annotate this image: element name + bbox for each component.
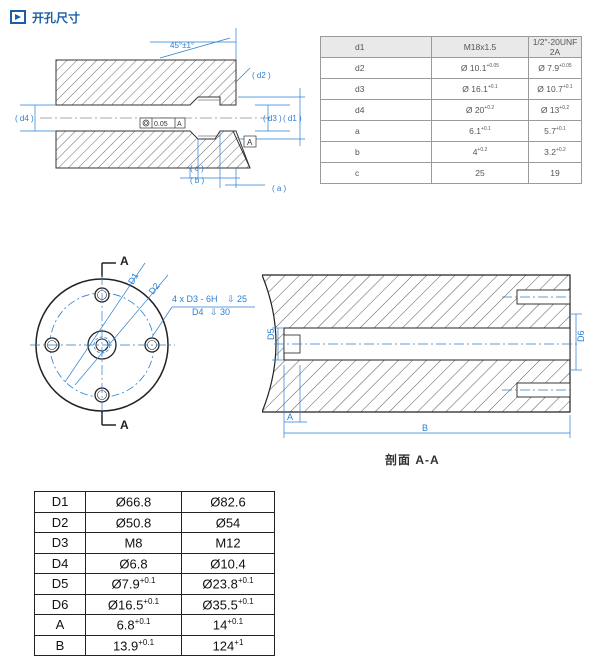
- hole-callout-line1: 4 x D3 - 6H: [172, 294, 218, 304]
- upper-body: [55, 59, 237, 106]
- row-label: D2: [34, 511, 86, 533]
- b-dim-label: B: [422, 423, 428, 433]
- row-label: a: [320, 120, 432, 142]
- table-row: D5 Ø7.9+0.1 Ø23.8+0.1: [34, 573, 275, 595]
- row-label: D5: [34, 573, 86, 595]
- value-cell: 14+0.1: [181, 614, 275, 636]
- value-cell: 3.2+0.2: [528, 141, 582, 163]
- angle-label: 45°±1°: [170, 41, 194, 50]
- table-row: a 6.1+0.1 5.7+0.1: [320, 120, 582, 142]
- value-cell: 19: [528, 162, 582, 184]
- datum-label: A: [247, 138, 253, 147]
- port-cross-section-drawing: 45°±1° ( d2 ) ( d1 ) ( d3 ) ( d4 ) ( c )…: [15, 28, 305, 193]
- section-title: 剖面 A-A: [385, 453, 440, 467]
- row-label: d3: [320, 78, 432, 100]
- d2-label: ( d2 ): [252, 71, 271, 80]
- dimension-table: D1 Ø66.8 Ø82.6 D2 Ø50.8 Ø54 D3 M8 M12 D4…: [34, 491, 275, 656]
- table-row: d2 Ø 10.1+0.05 Ø 7.9+0.05: [320, 57, 582, 79]
- table-row: D1 Ø66.8 Ø82.6: [34, 491, 275, 513]
- table-header-row: d1 M18x1.5 1/2"-20UNF 2A: [320, 36, 582, 58]
- value-cell: 6.1+0.1: [431, 120, 529, 142]
- c-label: ( c ): [190, 164, 204, 173]
- table-row: D2 Ø50.8 Ø54: [34, 511, 275, 533]
- value-cell: 4+0.2: [431, 141, 529, 163]
- row-label: d4: [320, 99, 432, 121]
- lower-body: [55, 130, 251, 169]
- row-label: d2: [320, 57, 432, 79]
- table-row: B 13.9+0.1 124+1: [34, 634, 275, 656]
- row-label: B: [34, 634, 86, 656]
- value-cell: M8: [85, 532, 182, 554]
- value-cell: 6.8+0.1: [85, 614, 182, 636]
- value-cell: Ø 10.1+0.05: [431, 57, 529, 79]
- d5-dim-label: D5: [266, 328, 276, 340]
- table-row: d3 Ø 16.1+0.1 Ø 10.7+0.1: [320, 78, 582, 100]
- hole-callout-depth-icon: ⇩: [227, 294, 235, 304]
- d2-dim-label: D2: [147, 281, 162, 296]
- row-label: D4: [34, 552, 86, 574]
- value-cell: Ø6.8: [85, 552, 182, 574]
- row-label: A: [34, 614, 86, 636]
- value-cell: 5.7+0.1: [528, 120, 582, 142]
- header-cell: d1: [320, 36, 432, 58]
- value-cell: Ø16.5+0.1: [85, 593, 182, 615]
- header-cell: 1/2"-20UNF 2A: [528, 36, 582, 58]
- flange-front-view: A A D1 D2 4 x D3 - 6H ⇩ 25 D4 ⇩ 30: [30, 254, 255, 432]
- section-icon: [10, 10, 26, 24]
- d1-label: ( d1 ): [283, 114, 302, 123]
- table-row: b 4+0.2 3.2+0.2: [320, 141, 582, 163]
- d6-dim-label: D6: [576, 330, 586, 342]
- d3-label: ( d3 ): [263, 114, 282, 123]
- value-cell: Ø54: [181, 511, 275, 533]
- table-row: D6 Ø16.5+0.1 Ø35.5+0.1: [34, 593, 275, 615]
- section-mark-top: A: [120, 254, 129, 268]
- section-aa-drawing: D5 D6 A B: [262, 274, 586, 438]
- row-label: D1: [34, 491, 86, 513]
- value-cell: M12: [181, 532, 275, 554]
- row-label: c: [320, 162, 432, 184]
- value-cell: Ø 7.9+0.05: [528, 57, 582, 79]
- section-header: 开孔尺寸: [10, 8, 80, 26]
- header-cell: M18x1.5: [431, 36, 529, 58]
- value-cell: Ø23.8+0.1: [181, 573, 275, 595]
- a-dim-label: A: [287, 412, 293, 422]
- hole-callout-depth-icon: ⇩: [210, 307, 218, 317]
- row-label: b: [320, 141, 432, 163]
- row-label: D6: [34, 593, 86, 615]
- d1-dim-label: D1: [126, 271, 140, 286]
- value-cell: Ø66.8: [85, 491, 182, 513]
- table-row: d4 Ø 20+0.2 Ø 13+0.2: [320, 99, 582, 121]
- section-mark-bottom: A: [120, 418, 129, 432]
- tolerance-frame: 0.05 A: [139, 117, 186, 129]
- value-cell: 13.9+0.1: [85, 634, 182, 656]
- d4-label: ( d4 ): [15, 114, 34, 123]
- value-cell: Ø7.9+0.1: [85, 573, 182, 595]
- hole-callout-line2: D4: [192, 307, 204, 317]
- table-row: D4 Ø6.8 Ø10.4: [34, 552, 275, 574]
- page-title: 开孔尺寸: [32, 10, 81, 25]
- value-cell: Ø50.8: [85, 511, 182, 533]
- value-cell: 124+1: [181, 634, 275, 656]
- row-label: D3: [34, 532, 86, 554]
- value-cell: Ø 13+0.2: [528, 99, 582, 121]
- a-label: ( a ): [272, 184, 287, 193]
- value-cell: Ø 20+0.2: [431, 99, 529, 121]
- b-label: ( b ): [190, 176, 205, 185]
- value-cell: Ø35.5+0.1: [181, 593, 275, 615]
- table-row: D3 M8 M12: [34, 532, 275, 554]
- table-row: c 25 19: [320, 162, 582, 184]
- tolerance-datum: A: [177, 121, 182, 128]
- value-cell: Ø82.6: [181, 491, 275, 513]
- tolerance-value: 0.05: [154, 121, 168, 128]
- thread-size-table: d1 M18x1.5 1/2"-20UNF 2A d2 Ø 10.1+0.05 …: [320, 36, 582, 184]
- table-row: A 6.8+0.1 14+0.1: [34, 614, 275, 636]
- value-cell: Ø10.4: [181, 552, 275, 574]
- value-cell: Ø 16.1+0.1: [431, 78, 529, 100]
- hole-callout-depth2: 30: [220, 307, 230, 317]
- value-cell: Ø 10.7+0.1: [528, 78, 582, 100]
- value-cell: 25: [431, 162, 529, 184]
- hole-callout-depth1: 25: [237, 294, 247, 304]
